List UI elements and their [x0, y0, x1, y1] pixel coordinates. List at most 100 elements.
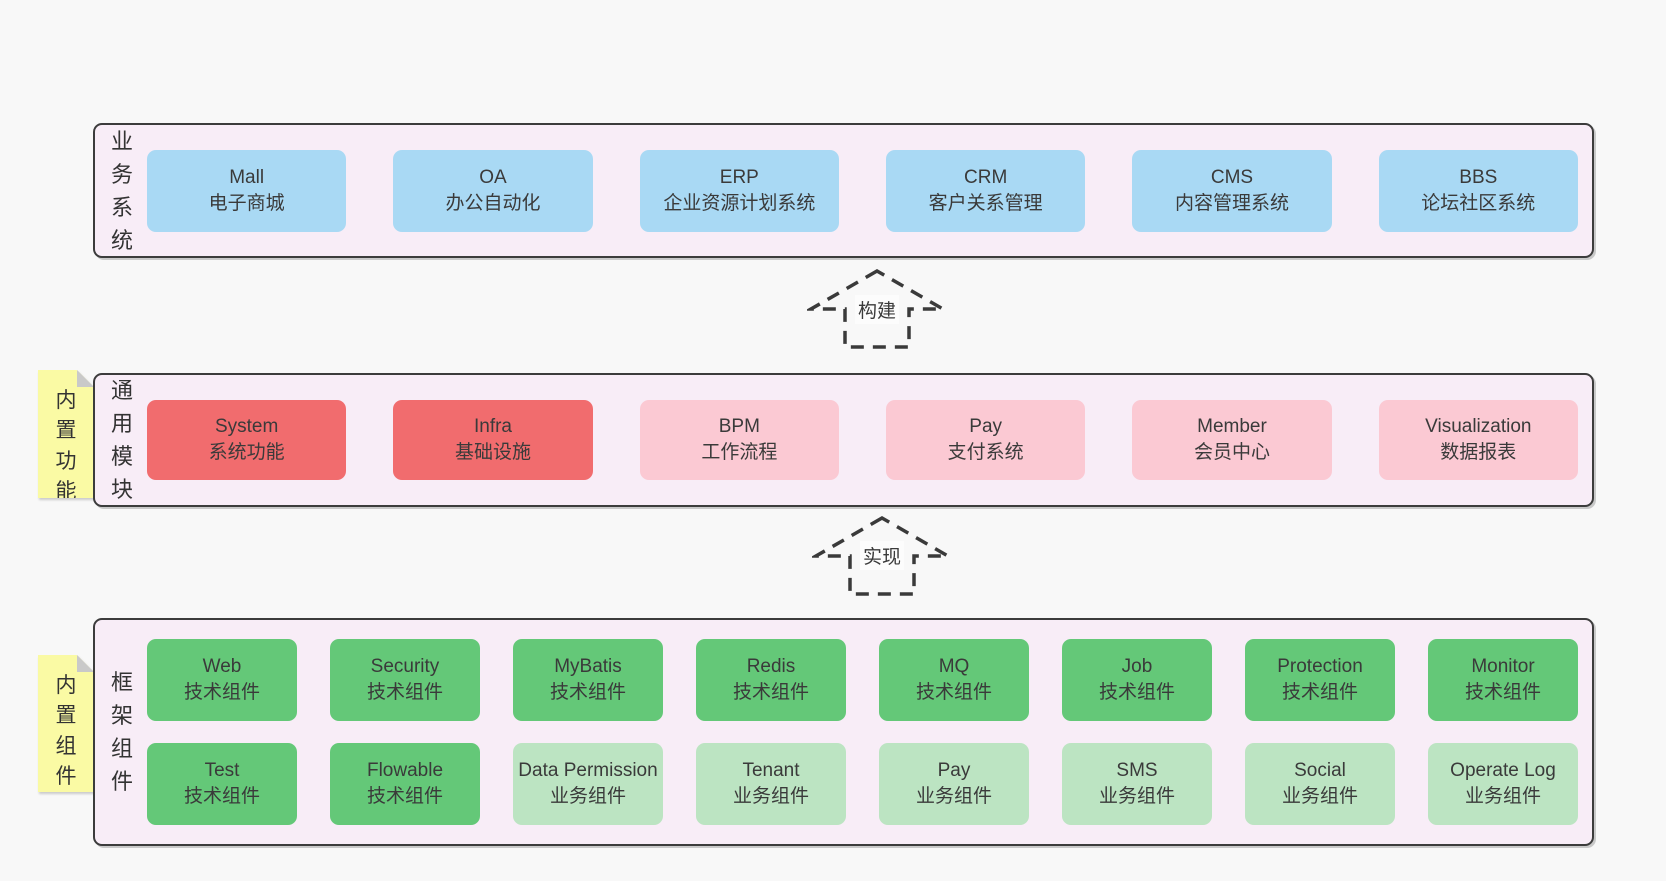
box-social: Social 业务组件	[1245, 743, 1395, 825]
box-title: Test	[204, 760, 240, 782]
box-title: Member	[1197, 416, 1267, 438]
sticky-note-text: 内置组件	[55, 674, 77, 789]
box-crm: CRM 客户关系管理	[885, 149, 1086, 232]
section-title-vertical: 框架组件	[110, 670, 133, 794]
box-monitor: Monitor 技术组件	[1428, 639, 1578, 721]
box-subtitle: 办公自动化	[445, 192, 541, 214]
box-title: Visualization	[1425, 416, 1532, 438]
arrow-implement: 实现	[812, 514, 952, 598]
box-cms: CMS 内容管理系统	[1132, 149, 1332, 232]
up-arrow-icon	[807, 268, 947, 349]
box-redis: Redis 技术组件	[696, 639, 846, 721]
box-test: Test 技术组件	[147, 743, 297, 825]
box-subtitle: 客户关系管理	[928, 192, 1043, 214]
box-subtitle: 技术组件	[366, 786, 443, 807]
box-system: System 系统功能	[147, 400, 347, 480]
box-subtitle: 业务组件	[1464, 786, 1541, 807]
box-subtitle: 技术组件	[1098, 682, 1175, 703]
section-title-vertical: 通用模块	[110, 378, 133, 502]
box-subtitle: 技术组件	[183, 682, 260, 703]
box-subtitle: 电子商城	[208, 192, 285, 214]
up-arrow-icon	[812, 515, 952, 596]
box-title: Redis	[746, 656, 796, 678]
box-infra: Infra 基础设施	[393, 400, 593, 480]
box-subtitle: 内容管理系统	[1174, 192, 1289, 214]
sticky-note-text: 内置功能	[55, 389, 77, 504]
box-subtitle: 技术组件	[366, 682, 443, 703]
sticky-note: 内置功能	[38, 370, 94, 498]
box-subtitle: 会员中心	[1193, 442, 1270, 463]
box-title: Tenant	[742, 760, 800, 782]
box-tenant: Tenant 业务组件	[696, 743, 846, 825]
box-title: Job	[1121, 656, 1153, 678]
box-subtitle: 业务组件	[732, 786, 809, 807]
box-title: Web	[202, 656, 242, 678]
box-title: ERP	[719, 166, 759, 188]
box-subtitle: 工作流程	[701, 442, 778, 463]
box-subtitle: 企业资源计划系统	[663, 192, 816, 214]
sticky-note: 内置组件	[38, 655, 94, 792]
box-title: MQ	[938, 656, 970, 678]
box-erp: ERP 企业资源计划系统	[639, 149, 839, 232]
box-protection: Protection 技术组件	[1245, 639, 1395, 721]
section-title-vertical: 业务系统	[110, 128, 133, 253]
box-visualization: Visualization 数据报表	[1378, 400, 1578, 480]
arrow-build: 构建	[807, 268, 947, 350]
box-subtitle: 技术组件	[183, 786, 260, 807]
box-subtitle: 数据报表	[1440, 442, 1517, 463]
box-title: Pay	[937, 760, 971, 782]
box-title: SMS	[1116, 760, 1158, 782]
box-sms: SMS 业务组件	[1062, 743, 1212, 825]
box-title: Mall	[229, 166, 265, 188]
box-mall: Mall 电子商城	[147, 149, 347, 232]
box-title: BBS	[1459, 166, 1498, 188]
box-title: BPM	[718, 416, 760, 438]
box-subtitle: 技术组件	[549, 682, 626, 703]
arrow-build-label: 构建	[854, 295, 900, 324]
box-member: Member 会员中心	[1132, 400, 1332, 480]
section-side-label: 通用模块	[95, 375, 149, 505]
section-side-label: 业务系统	[95, 125, 149, 256]
box-title: Security	[370, 656, 440, 678]
box-title: Protection	[1277, 656, 1363, 678]
box-subtitle: 论坛社区系统	[1421, 192, 1536, 214]
box-subtitle: 技术组件	[732, 682, 809, 703]
box-bbs: BBS 论坛社区系统	[1378, 149, 1578, 232]
box-title: Monitor	[1471, 656, 1535, 678]
box-title: CRM	[964, 166, 1008, 188]
box-title: Social	[1294, 760, 1346, 782]
box-operate-log: Operate Log 业务组件	[1428, 743, 1578, 825]
box-mq: MQ 技术组件	[879, 639, 1029, 721]
box-title: System	[214, 416, 279, 438]
box-title: Operate Log	[1450, 760, 1556, 782]
box-subtitle: 技术组件	[915, 682, 992, 703]
box-title: Pay	[969, 416, 1003, 438]
box-subtitle: 业务组件	[1098, 786, 1175, 807]
box-subtitle: 技术组件	[1464, 682, 1541, 703]
box-subtitle: 基础设施	[454, 442, 531, 463]
box-security: Security 技术组件	[330, 639, 480, 721]
box-title: Data Permission	[518, 760, 658, 782]
box-web: Web 技术组件	[147, 639, 297, 721]
box-title: CMS	[1210, 166, 1254, 188]
box-title: Infra	[473, 416, 512, 438]
box-subtitle: 业务组件	[1281, 786, 1358, 807]
box-job: Job 技术组件	[1062, 639, 1212, 721]
box-subtitle: 技术组件	[1281, 682, 1358, 703]
arrow-implement-label: 实现	[859, 541, 905, 570]
box-subtitle: 系统功能	[208, 442, 285, 463]
